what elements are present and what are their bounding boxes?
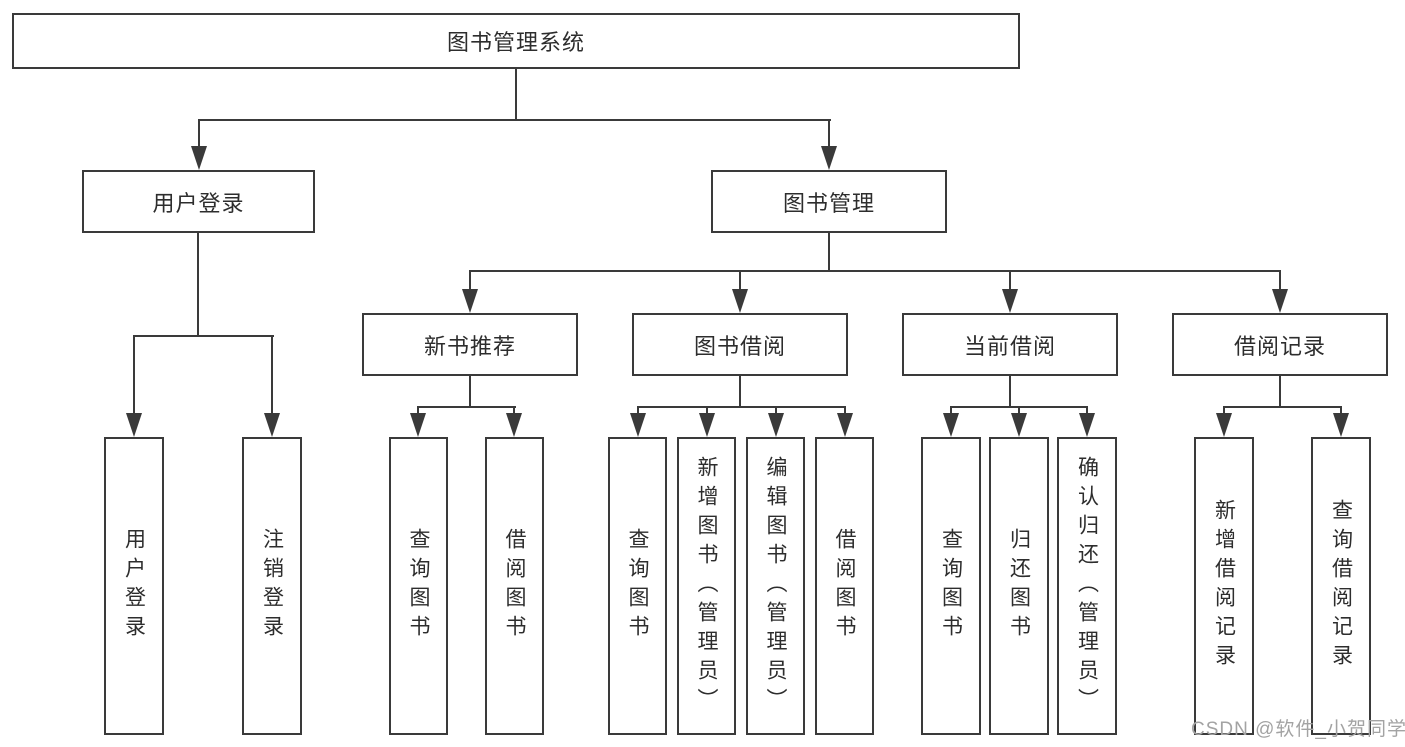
leaf-query-books-current: 查询图书 (921, 437, 981, 735)
connector-line (1009, 376, 1011, 408)
arrowhead-down (1079, 413, 1095, 437)
leaf-logout: 注销登录 (242, 437, 302, 735)
connector-line (1009, 270, 1011, 291)
arrowhead-down (1011, 413, 1027, 437)
arrowhead-down (821, 146, 837, 170)
arrowhead-down (191, 146, 207, 170)
connector-line (1018, 406, 1020, 416)
connector-line (198, 119, 200, 150)
arrowhead-down (1333, 413, 1349, 437)
connector-line (469, 270, 471, 291)
connector-line (515, 68, 517, 121)
connector-line (1279, 270, 1281, 291)
leaf-add-borrow-record: 新增借阅记录 (1194, 437, 1254, 735)
connector-line (197, 233, 199, 337)
connector-line (1086, 406, 1088, 416)
connector-line (417, 406, 419, 416)
arrowhead-down (768, 413, 784, 437)
connector-line (1223, 406, 1342, 408)
arrowhead-down (462, 289, 478, 313)
connector-line (706, 406, 708, 416)
connector-line (844, 406, 846, 416)
connector-line (828, 119, 830, 150)
node-current-borrowing: 当前借阅 (902, 313, 1118, 376)
connector-line (739, 270, 741, 291)
leaf-query-books-recommend: 查询图书 (389, 437, 448, 735)
node-user-login: 用户登录 (82, 170, 315, 233)
arrowhead-down (264, 413, 280, 437)
connector-line (417, 406, 516, 408)
node-library-management-system: 图书管理系统 (12, 13, 1020, 69)
leaf-user-login: 用户登录 (104, 437, 164, 735)
connector-line (513, 406, 515, 416)
leaf-confirm-return-admin: 确认归还（管理员） (1057, 437, 1117, 735)
connector-line (739, 376, 741, 408)
arrowhead-down (506, 413, 522, 437)
arrowhead-down (1002, 289, 1018, 313)
leaf-borrow-books: 借阅图书 (815, 437, 874, 735)
arrowhead-down (126, 413, 142, 437)
arrowhead-down (699, 413, 715, 437)
connector-line (1340, 406, 1342, 416)
leaf-borrow-books-recommend: 借阅图书 (485, 437, 544, 735)
connector-line (133, 335, 274, 337)
connector-line (271, 335, 273, 415)
connector-line (198, 119, 831, 121)
connector-line (828, 233, 830, 272)
connector-line (469, 376, 471, 408)
arrowhead-down (732, 289, 748, 313)
node-borrowing-records: 借阅记录 (1172, 313, 1388, 376)
leaf-query-books-borrowing: 查询图书 (608, 437, 667, 735)
connector-line (637, 406, 846, 408)
connector-line (950, 406, 952, 416)
arrowhead-down (837, 413, 853, 437)
leaf-query-borrow-record: 查询借阅记录 (1311, 437, 1371, 735)
connector-line (469, 270, 1281, 272)
arrowhead-down (1216, 413, 1232, 437)
leaf-add-books-admin: 新增图书（管理员） (677, 437, 736, 735)
connector-line (637, 406, 639, 416)
connector-line (775, 406, 777, 416)
node-new-book-recommendation: 新书推荐 (362, 313, 578, 376)
arrowhead-down (943, 413, 959, 437)
arrowhead-down (410, 413, 426, 437)
csdn-watermark: CSDN @软件_小贺同学 (1191, 719, 1405, 740)
arrowhead-down (1272, 289, 1288, 313)
leaf-return-books: 归还图书 (989, 437, 1049, 735)
node-book-management: 图书管理 (711, 170, 947, 233)
connector-line (1279, 376, 1281, 408)
connector-line (1223, 406, 1225, 416)
connector-line (133, 335, 135, 415)
arrowhead-down (630, 413, 646, 437)
leaf-edit-books-admin: 编辑图书（管理员） (746, 437, 805, 735)
node-book-borrowing: 图书借阅 (632, 313, 848, 376)
